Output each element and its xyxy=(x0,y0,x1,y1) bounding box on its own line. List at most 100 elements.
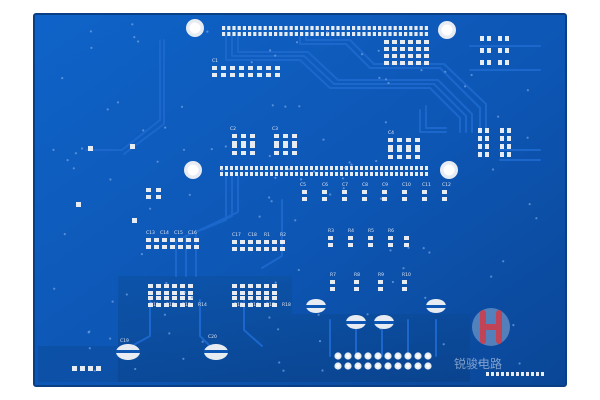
edge-pad xyxy=(521,372,524,376)
via xyxy=(341,177,344,180)
connector-pad xyxy=(400,166,403,170)
smd-pad xyxy=(424,40,429,44)
connector-pad xyxy=(258,32,262,36)
via xyxy=(402,267,405,270)
smd-pad xyxy=(408,61,413,65)
connector-pad xyxy=(279,26,283,30)
connector-pad xyxy=(331,32,335,36)
connector-pad xyxy=(248,26,252,30)
connector-pad xyxy=(280,166,283,170)
silk-label: R7 xyxy=(330,272,336,278)
edge-pad xyxy=(486,372,489,376)
edge-pad xyxy=(526,372,529,376)
connector-pad xyxy=(352,32,356,36)
smd-pad xyxy=(272,291,277,295)
via xyxy=(201,340,204,343)
silk-label: C20 xyxy=(208,334,217,340)
connector-pad xyxy=(409,26,413,30)
smd-pad xyxy=(232,284,237,288)
smd-pad xyxy=(188,291,193,295)
smd-pad xyxy=(248,303,253,307)
connector-pad xyxy=(357,26,361,30)
smd-pad xyxy=(378,280,383,284)
silk-label: C17 xyxy=(232,232,241,238)
smd-pad xyxy=(156,195,161,199)
smd-pad xyxy=(241,144,246,148)
header-pin-hole xyxy=(366,354,370,358)
smd-pad xyxy=(180,303,185,307)
smd-pad xyxy=(292,134,297,138)
cap-footprint-gap xyxy=(116,350,140,353)
smd-pad xyxy=(146,238,151,242)
smd-pad xyxy=(186,245,191,249)
smd-pad xyxy=(232,144,237,148)
smd-pad xyxy=(232,141,237,145)
edge-pad xyxy=(491,372,494,376)
connector-pad xyxy=(398,32,402,36)
connector-pad xyxy=(237,26,241,30)
edge-pad xyxy=(541,372,544,376)
via xyxy=(106,108,109,111)
via xyxy=(165,281,168,285)
smd-pad xyxy=(406,138,411,142)
connector-pad xyxy=(237,32,241,36)
smd-pad xyxy=(388,236,393,240)
header-pin-hole xyxy=(396,354,400,358)
smd-pad xyxy=(505,60,509,65)
mounting-hole-drill xyxy=(443,164,455,176)
via xyxy=(142,129,145,132)
silk-label: R14 xyxy=(198,302,207,308)
connector-pad xyxy=(375,166,378,170)
connector-pad xyxy=(270,166,273,170)
via xyxy=(271,104,274,107)
trace xyxy=(243,299,263,347)
via xyxy=(375,159,378,163)
connector-pad xyxy=(336,32,340,36)
smd-pad xyxy=(283,151,288,155)
smd-pad xyxy=(507,136,511,141)
smd-pad xyxy=(442,197,447,201)
edge-pad xyxy=(536,372,539,376)
connector-pad xyxy=(220,166,223,170)
connector-pad xyxy=(355,172,358,176)
via xyxy=(268,316,271,319)
header-pin-hole xyxy=(376,354,380,358)
smd-pad xyxy=(256,303,261,307)
connector-pad xyxy=(414,26,418,30)
connector-pad xyxy=(225,172,228,176)
smd-pad xyxy=(164,303,169,307)
trace xyxy=(425,105,447,129)
connector-pad xyxy=(419,26,423,30)
smd-pad xyxy=(480,36,484,41)
connector-pad xyxy=(331,26,335,30)
connector-pad xyxy=(345,166,348,170)
connector-pad xyxy=(370,166,373,170)
via xyxy=(317,313,320,316)
connector-pad xyxy=(279,32,283,36)
smd-pad xyxy=(280,240,285,244)
smd-pad xyxy=(156,188,161,192)
connector-pad xyxy=(284,32,288,36)
smd-pad xyxy=(232,151,237,155)
via xyxy=(379,197,383,200)
smd-pad xyxy=(415,138,420,142)
trace xyxy=(305,35,487,133)
connector-pad xyxy=(383,32,387,36)
connector-pad xyxy=(346,26,350,30)
connector-pad xyxy=(404,32,408,36)
via xyxy=(88,347,91,350)
smd-pad xyxy=(400,40,405,44)
connector-pad xyxy=(250,172,253,176)
smd-pad xyxy=(500,152,504,157)
smd-pad xyxy=(384,61,389,65)
connector-pad xyxy=(294,26,298,30)
smd-pad xyxy=(178,238,183,242)
ground-pour-left xyxy=(38,346,120,382)
via xyxy=(526,136,529,139)
header-pin-hole xyxy=(346,354,350,358)
smd-pad xyxy=(397,138,402,142)
header-pin-hole xyxy=(336,354,340,358)
connector-pad xyxy=(362,32,366,36)
connector-pad xyxy=(372,26,376,30)
test-pad xyxy=(132,218,137,223)
